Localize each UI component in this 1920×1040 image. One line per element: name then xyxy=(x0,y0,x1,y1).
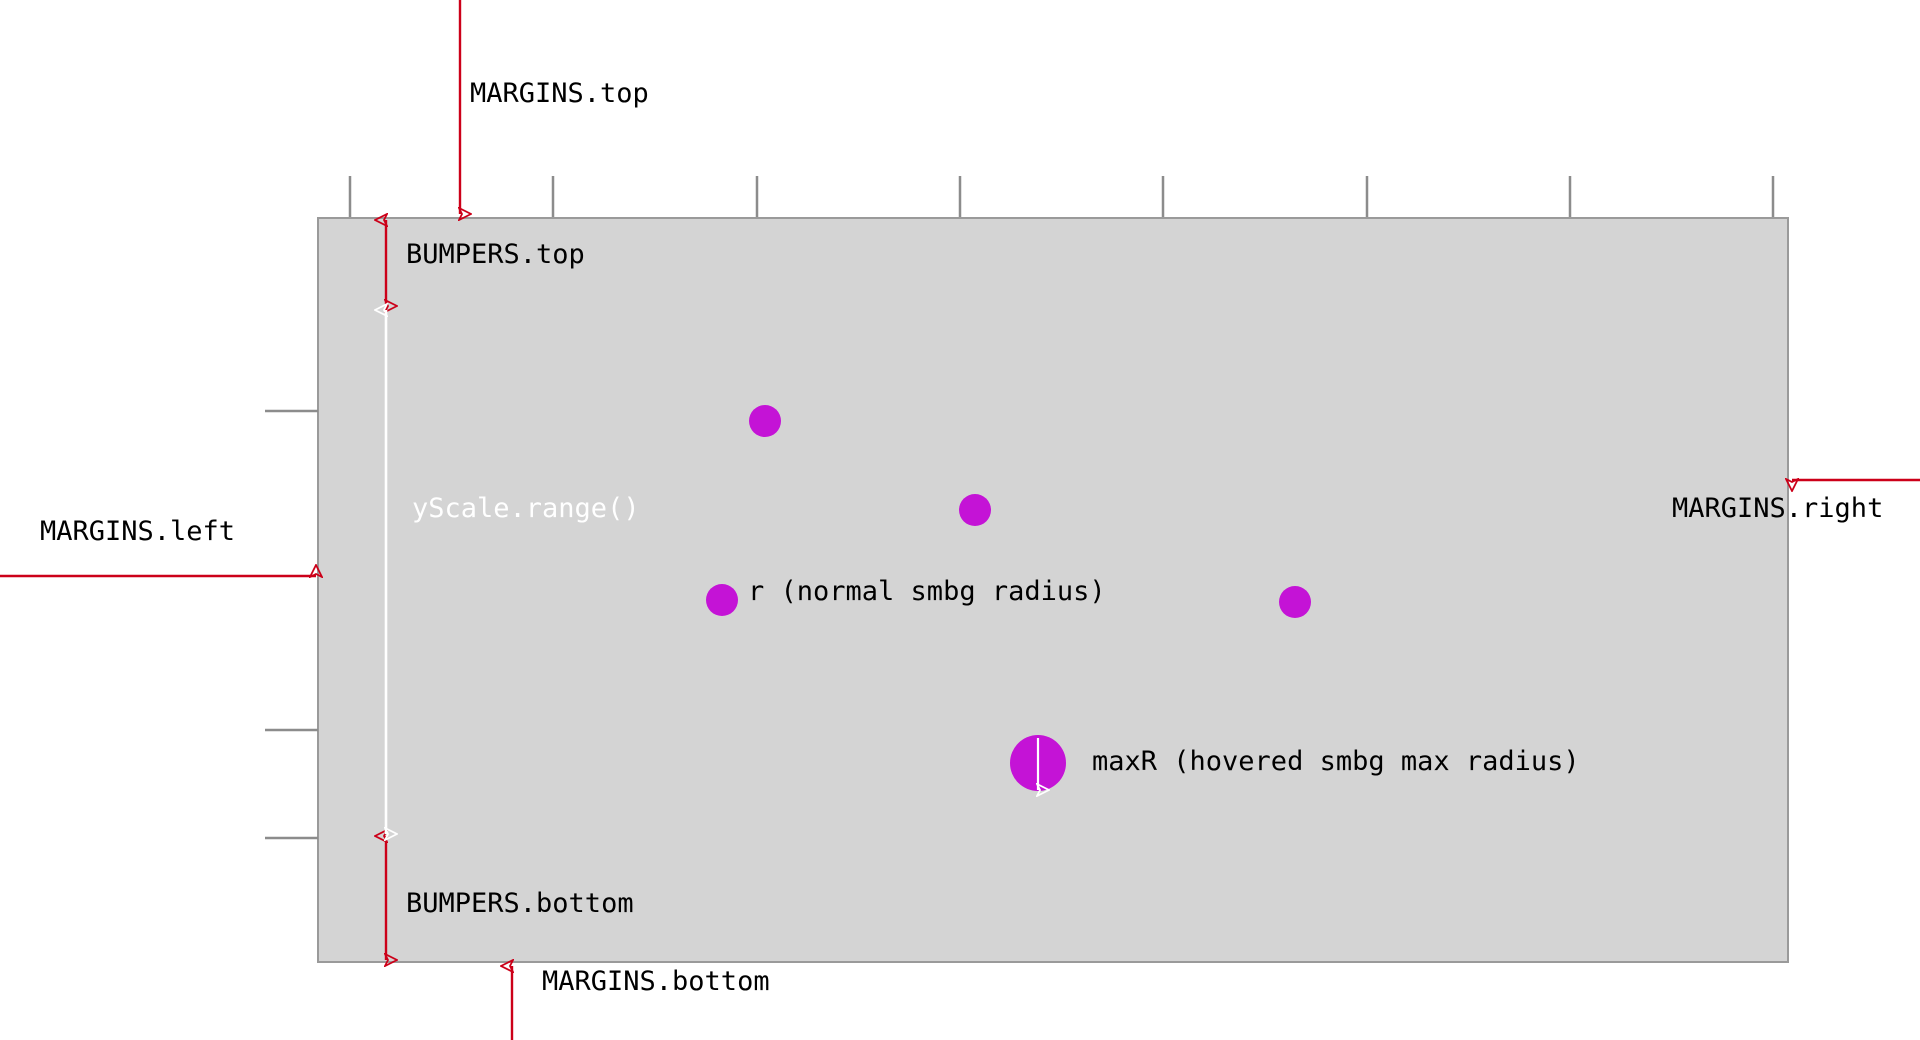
label-r-normal: r (normal smbg radius) xyxy=(748,576,1106,607)
label-bumpers-bottom: BUMPERS.bottom xyxy=(406,888,634,919)
label-yscale-range: yScale.range() xyxy=(412,493,640,524)
smbg-dot-3[interactable] xyxy=(706,584,738,616)
smbg-dots xyxy=(706,405,1311,791)
smbg-dot-4[interactable] xyxy=(1279,586,1311,618)
smbg-dot-1[interactable] xyxy=(749,405,781,437)
left-axis-ticks xyxy=(265,409,318,840)
label-margins-right: MARGINS.right xyxy=(1672,493,1884,524)
plot-area-rect xyxy=(317,217,1789,963)
label-margins-bottom: MARGINS.bottom xyxy=(542,966,770,997)
smbg-dot-2[interactable] xyxy=(959,494,991,526)
label-max-r-hovered: maxR (hovered smbg max radius) xyxy=(1092,746,1580,777)
label-margins-left: MARGINS.left xyxy=(40,516,236,547)
label-bumpers-top: BUMPERS.top xyxy=(406,239,585,270)
label-margins-top: MARGINS.top xyxy=(470,78,649,109)
top-axis-ticks xyxy=(348,176,1775,217)
